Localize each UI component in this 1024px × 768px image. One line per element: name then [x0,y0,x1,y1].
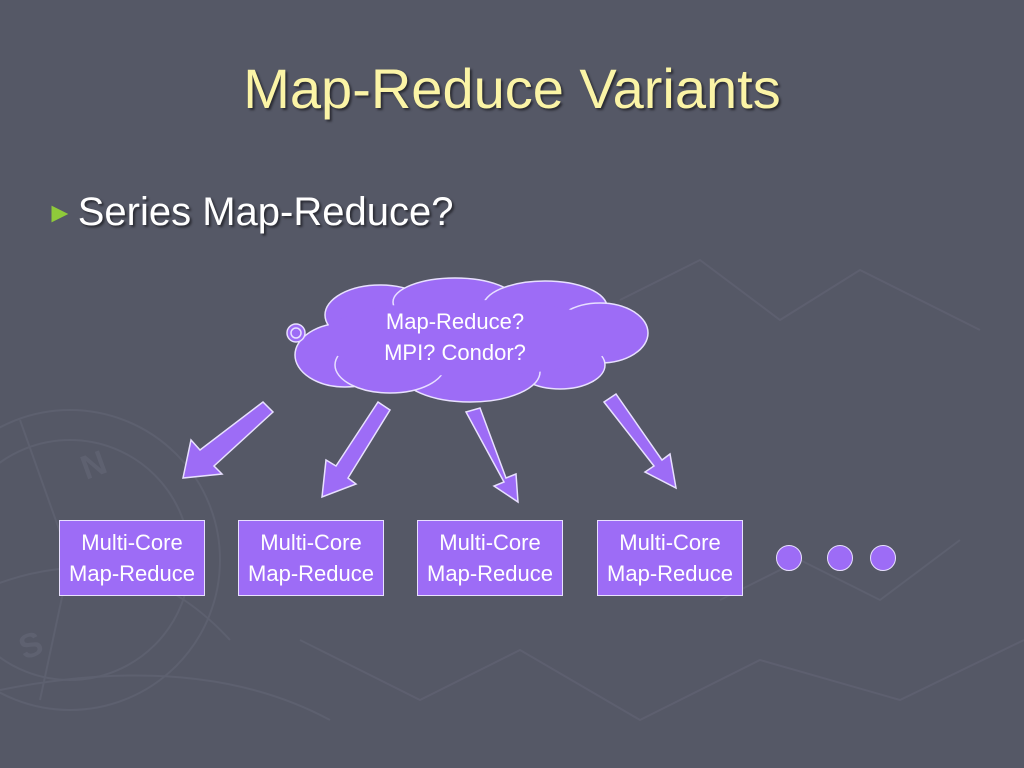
ellipsis-dot-3 [870,545,896,571]
arrow-1 [182,401,275,479]
cloud-tail-icon [286,323,306,343]
arrow-3 [464,407,519,504]
node-label-line-2: Map-Reduce [69,561,195,586]
node-label-line-1: Multi-Core [260,530,362,555]
node-label-line-2: Map-Reduce [427,561,553,586]
multicore-node-2: Multi-Core Map-Reduce [238,520,384,596]
node-label-line-2: Map-Reduce [248,561,374,586]
cloud-label: Map-Reduce? MPI? Condor? [340,306,570,368]
bullet-item: ► Series Map-Reduce? [46,190,453,235]
arrow-4 [602,392,678,490]
node-label-line-1: Multi-Core [439,530,541,555]
bullet-text: Series Map-Reduce? [77,190,454,234]
multicore-node-1: Multi-Core Map-Reduce [59,520,205,596]
cloud-fill [320,300,620,376]
bullet-arrow-icon: ► [46,196,74,228]
multicore-node-3: Multi-Core Map-Reduce [417,520,563,596]
slide-title: Map-Reduce Variants [243,57,781,120]
node-label-line-1: Multi-Core [619,530,721,555]
ellipsis-dot-2 [827,545,853,571]
cloud-label-line-2: MPI? Condor? [384,340,526,365]
multicore-node-4: Multi-Core Map-Reduce [597,520,743,596]
cloud-label-line-1: Map-Reduce? [385,309,525,334]
ellipsis-dot-1 [776,545,802,571]
arrow-2 [321,400,392,499]
node-label-line-2: Map-Reduce [607,561,733,586]
node-label-line-1: Multi-Core [81,530,183,555]
